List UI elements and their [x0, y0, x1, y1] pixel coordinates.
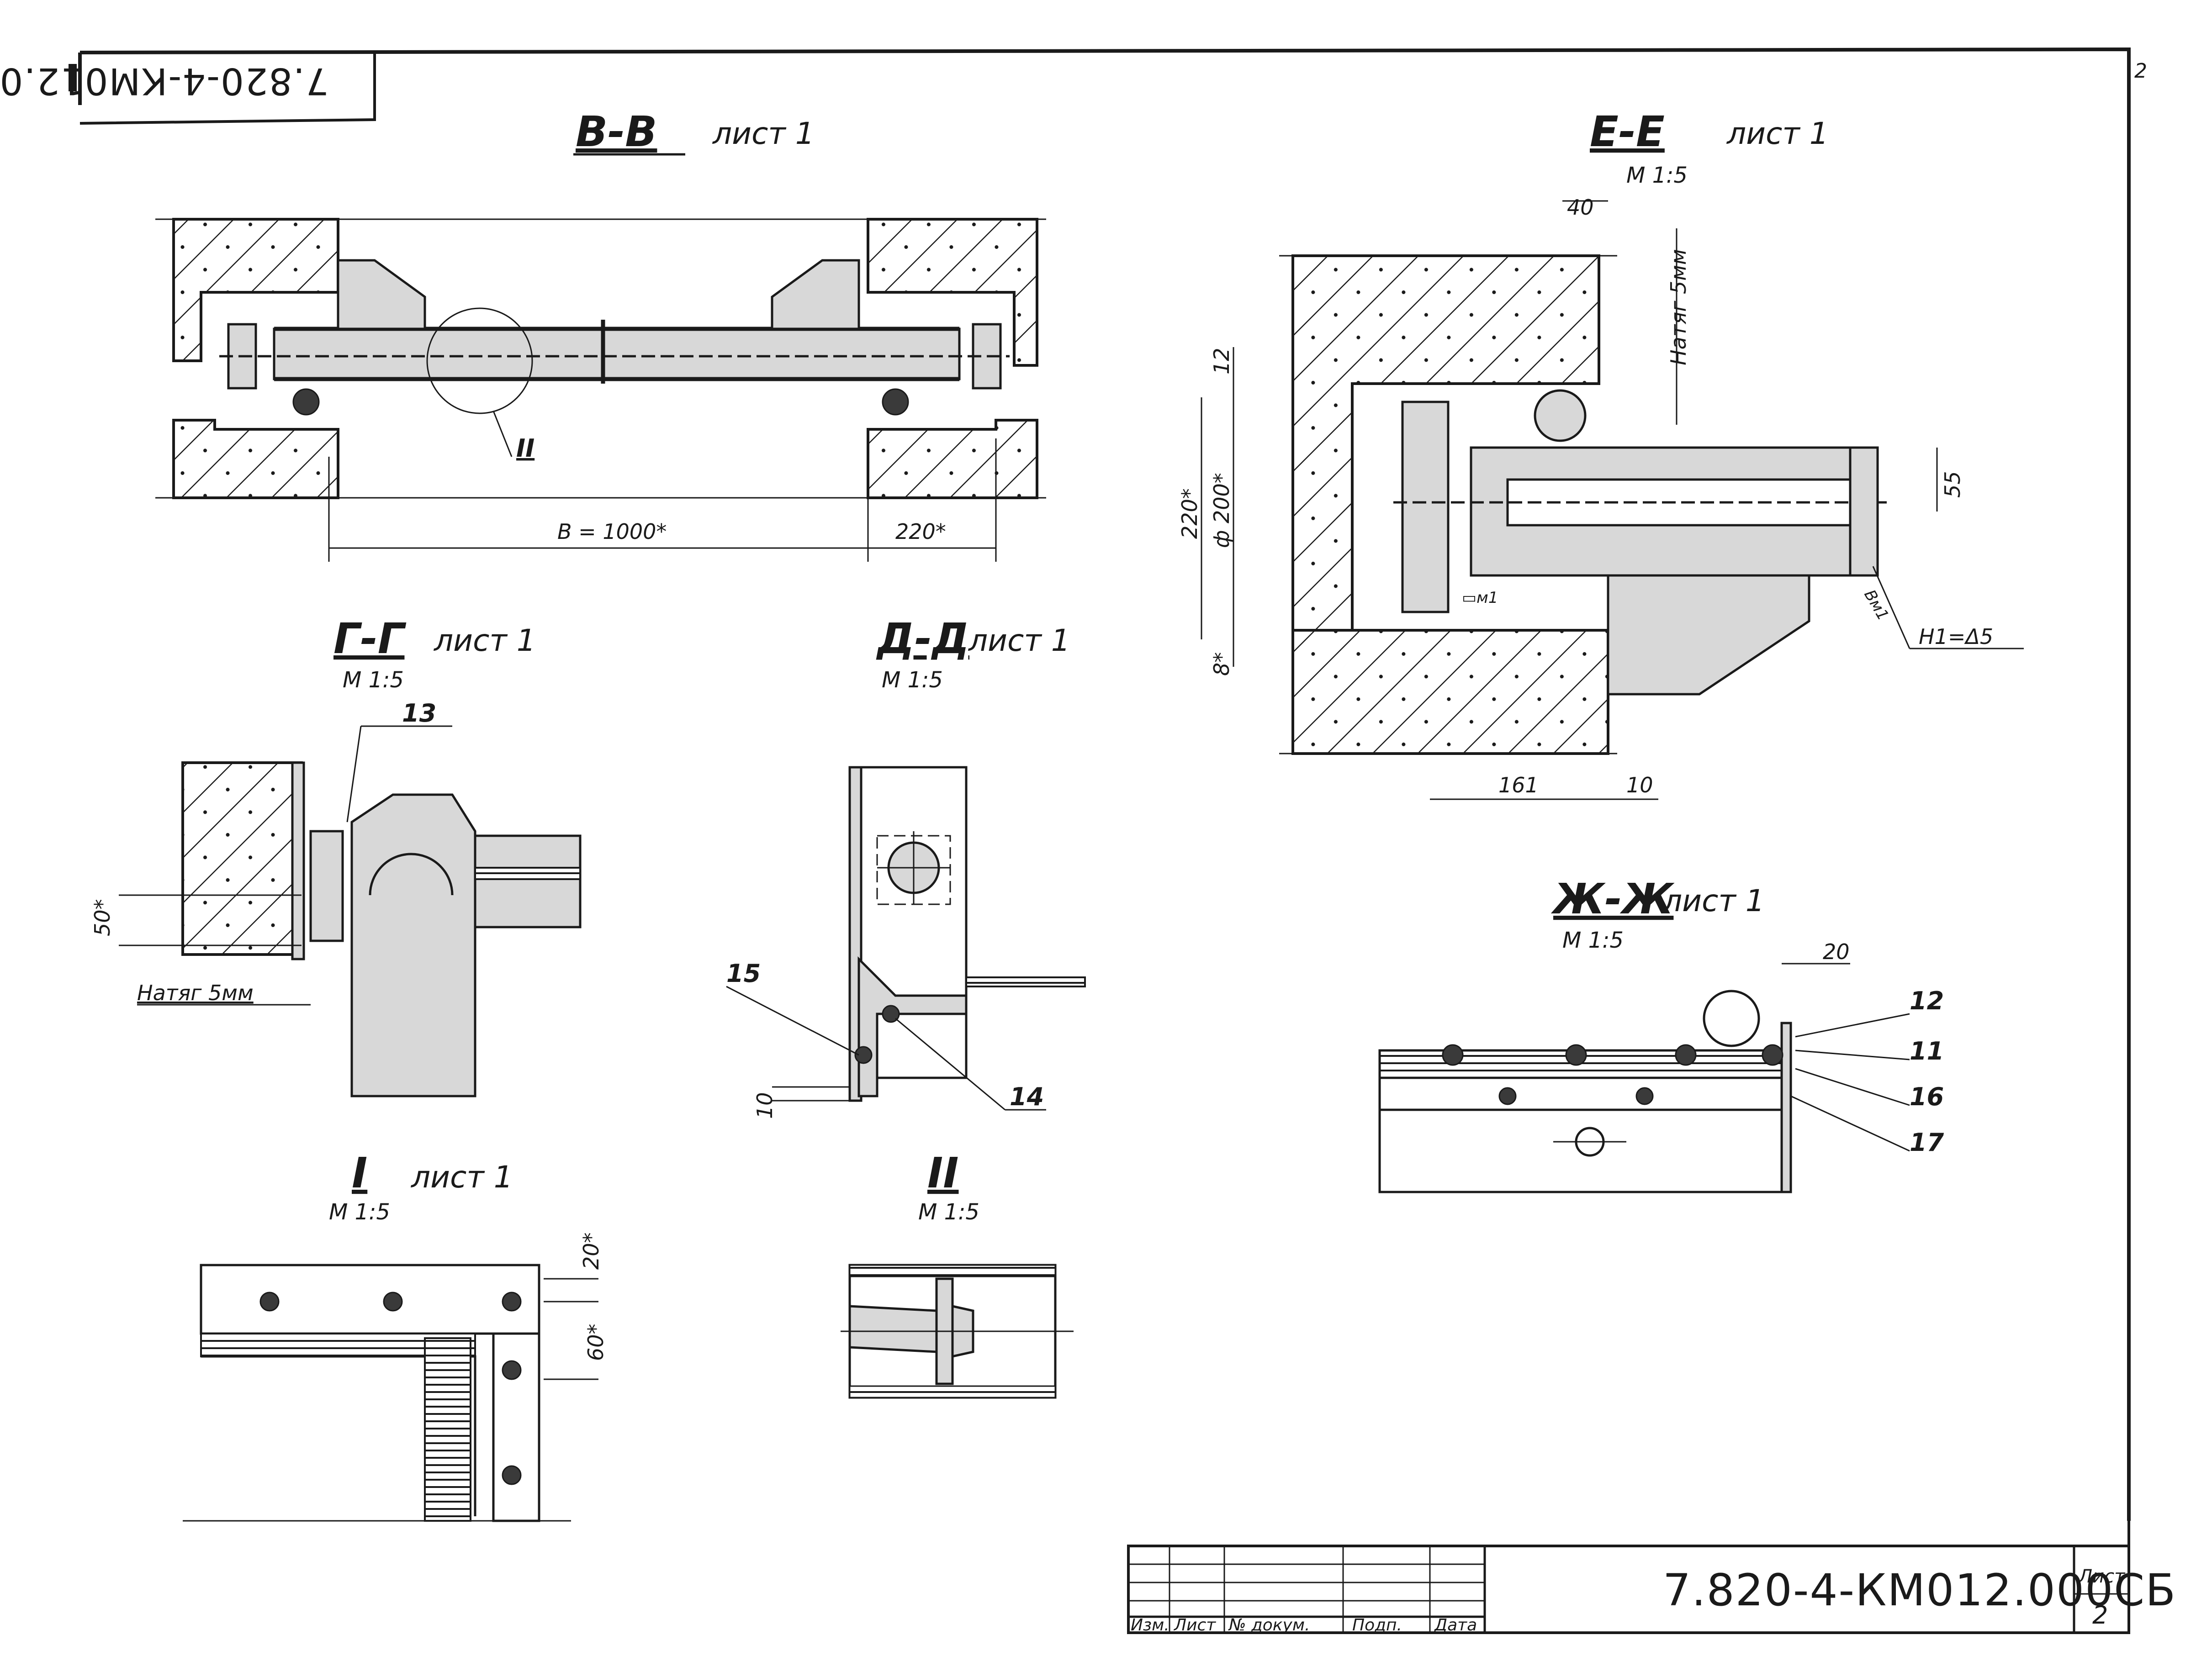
section-zhzh: Ж-Ж лист 1 М 1:5 20 12 11 16 17 — [1378, 875, 1944, 1193]
section-ii: II М 1:5 — [841, 1149, 1074, 1399]
i-dim-60: 60* — [583, 1324, 608, 1361]
ee-bracket — [1607, 574, 1810, 696]
ee-dim-220: 220* — [1177, 488, 1202, 539]
zhzh-dim-20: 20 — [1823, 939, 1850, 964]
section-ee-scale: М 1:5 — [1626, 163, 1688, 188]
tb-sheet-label: Лист — [2078, 1566, 2126, 1587]
ee-weld-m: ▭м1 — [1462, 589, 1498, 607]
gg-dim-50: 50* — [90, 899, 115, 936]
ee-rubber — [1534, 389, 1587, 442]
tb-col-sign: Подп. — [1352, 1616, 1402, 1635]
bb-dim-width: В = 1000* — [557, 519, 667, 544]
section-ii-scale: М 1:5 — [918, 1199, 979, 1225]
ee-dim-161: 161 — [1498, 773, 1539, 797]
section-bb: В-В лист 1 II В = 1000* — [155, 107, 1046, 562]
section-zhzh-sheet: лист 1 — [1662, 883, 1765, 918]
bb-callout: II — [516, 434, 534, 463]
gg-seal — [309, 830, 344, 942]
ee-dim-10: 10 — [1626, 773, 1653, 797]
section-i: I лист 1 М 1:5 20* 60* — [183, 1149, 608, 1522]
tb-col-list: Лист — [1173, 1616, 1216, 1635]
corner-mark: 2 — [2134, 59, 2147, 83]
gg-note: Натяг 5мм — [137, 981, 254, 1005]
ee-dim-8: 8* — [1209, 652, 1234, 676]
ee-dim-55: 55 — [1940, 471, 1965, 498]
section-i-sheet: лист 1 — [410, 1160, 513, 1195]
zhzh-item-11: 11 — [1910, 1037, 1944, 1065]
section-dd-sheet: лист 1 — [968, 623, 1070, 658]
zhzh-item-17: 17 — [1910, 1128, 1944, 1157]
gg-beam — [474, 834, 582, 928]
ee-clamp — [1401, 401, 1450, 613]
section-bb-sheet: лист 1 — [712, 116, 815, 151]
section-dd-title: Д-Д — [876, 614, 969, 663]
section-bb-title: В-В — [576, 107, 657, 156]
tb-col-date: Дата — [1434, 1616, 1477, 1635]
ee-note: Натяг 5мм — [1666, 249, 1691, 365]
dd-dim-10: 10 — [752, 1092, 777, 1119]
section-ii-title: II — [927, 1149, 958, 1197]
gg-item-13: 13 — [402, 699, 436, 728]
section-zhzh-title: Ж-Ж — [1551, 875, 1675, 923]
section-gg: Г-Г лист 1 М 1:5 13 50* Натяг 5мм — [90, 614, 582, 1097]
tb-col-izm: Изм. — [1131, 1616, 1170, 1635]
i-dim-20: 20* — [579, 1232, 603, 1270]
bb-beam — [273, 327, 961, 380]
section-dd: Д-Д лист 1 М 1:5 15 14 10 — [726, 614, 1086, 1119]
section-gg-title: Г-Г — [333, 614, 407, 663]
dd-item-14: 14 — [1010, 1082, 1044, 1111]
section-ee: Е-Е лист 1 М 1:5 40 Натяг 5мм 12 220* ф … — [1177, 107, 2024, 800]
bb-left-bracket — [337, 259, 426, 330]
ee-weld-v: Вм1 — [1860, 587, 1892, 624]
section-gg-sheet: лист 1 — [433, 623, 536, 658]
gg-bracket — [350, 793, 476, 1097]
section-ee-sheet: лист 1 — [1726, 116, 1829, 151]
tb-sheet-no: 2 — [2092, 1601, 2108, 1630]
section-i-title: I — [352, 1149, 367, 1197]
title-block: Изм. Лист № докум. Подп. Дата 7.820-4-КМ… — [1127, 1545, 2176, 1635]
zhzh-item-12: 12 — [1910, 986, 1944, 1015]
bb-right-bracket — [771, 259, 860, 330]
section-i-scale: М 1:5 — [329, 1199, 390, 1225]
section-zhzh-scale: М 1:5 — [1562, 928, 1624, 953]
ee-wall-bottom — [1291, 629, 1609, 755]
top-left-code: 7.820-4-КМ012.0 — [0, 60, 329, 102]
ee-dim-40: 40 — [1567, 195, 1594, 220]
gg-wall — [181, 761, 303, 956]
tb-code: 7.820-4-КМ012.000СБ — [1663, 1565, 2176, 1616]
zhzh-item-16: 16 — [1910, 1082, 1944, 1111]
ee-dim-phi200: ф 200* — [1209, 473, 1234, 548]
bb-left-wall-bottom — [172, 419, 339, 499]
section-ee-title: Е-Е — [1590, 107, 1665, 156]
bb-right-wall-bottom — [867, 419, 1038, 499]
ee-weld-h: Н1=Δ5 — [1919, 624, 1993, 649]
bb-dim-side: 220* — [895, 519, 946, 544]
tb-col-doc: № докум. — [1228, 1616, 1310, 1635]
ee-dim-12: 12 — [1209, 348, 1234, 374]
dd-item-15: 15 — [726, 959, 761, 988]
section-gg-scale: М 1:5 — [343, 667, 404, 693]
top-left-code-stamp: 7.820-4-КМ012.0 — [0, 60, 329, 102]
section-dd-scale: М 1:5 — [882, 667, 943, 693]
